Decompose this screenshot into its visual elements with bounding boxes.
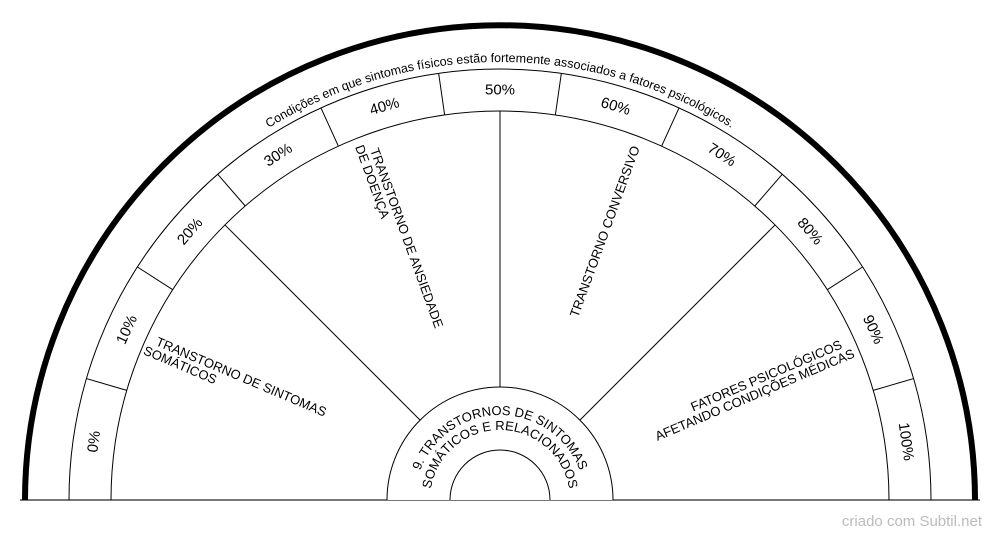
percent-divider: [754, 173, 783, 207]
hub-inner-arc: [449, 449, 551, 501]
sector-label: TRANSTORNO CONVERSIVO: [567, 144, 643, 319]
percent-label: 40%: [368, 94, 402, 119]
percent-label: 10%: [113, 312, 141, 346]
percent-divider: [438, 73, 446, 116]
sector-divider: [579, 224, 776, 421]
percent-label: 70%: [704, 140, 738, 171]
percent-divider: [661, 107, 680, 147]
percent-divider: [826, 266, 863, 291]
percent-divider: [554, 73, 562, 116]
sector-label-line1: TRANSTORNO DE SINTOMAS: [154, 334, 329, 420]
sector-label: TRANSTORNO DE SINTOMASSOMÁTICOS: [141, 331, 329, 432]
sector-label: FATORES PSICOLÓGICOSAFETANDO CONDIÇÕES M…: [648, 334, 857, 444]
sector-divider: [224, 224, 421, 421]
hub-arc: [386, 386, 614, 501]
percent-label: 30%: [261, 140, 295, 171]
sector-label-line2: AFETANDO CONDIÇÕES MÉDICAS: [653, 346, 857, 444]
percent-label: 100%: [895, 421, 917, 461]
percent-label: 80%: [794, 215, 827, 249]
percent-divider: [217, 173, 246, 207]
sector-label-line1: FATORES PSICOLÓGICOS: [688, 337, 844, 415]
sector-label-line1: TRANSTORNO CONVERSIVO: [567, 144, 643, 319]
footer-credit: criado com Subtil.net: [841, 513, 982, 530]
percent-label: 0%: [84, 430, 104, 454]
percent-label: 20%: [174, 215, 207, 249]
percent-divider: [320, 107, 339, 147]
outer-arc: [22, 22, 978, 501]
sector-label-line1: TRANSTORNO DE ANSIEDADE: [367, 146, 446, 330]
percent-divider: [873, 378, 914, 391]
band-outer-arc: [68, 68, 932, 501]
percent-label: 90%: [859, 312, 887, 346]
percent-divider: [137, 266, 174, 291]
sector-label: TRANSTORNO DE ANSIEDADEDE DOENÇA: [352, 138, 446, 334]
percent-label: 50%: [485, 82, 515, 99]
percent-label: 60%: [599, 94, 633, 119]
percent-divider: [86, 378, 127, 391]
